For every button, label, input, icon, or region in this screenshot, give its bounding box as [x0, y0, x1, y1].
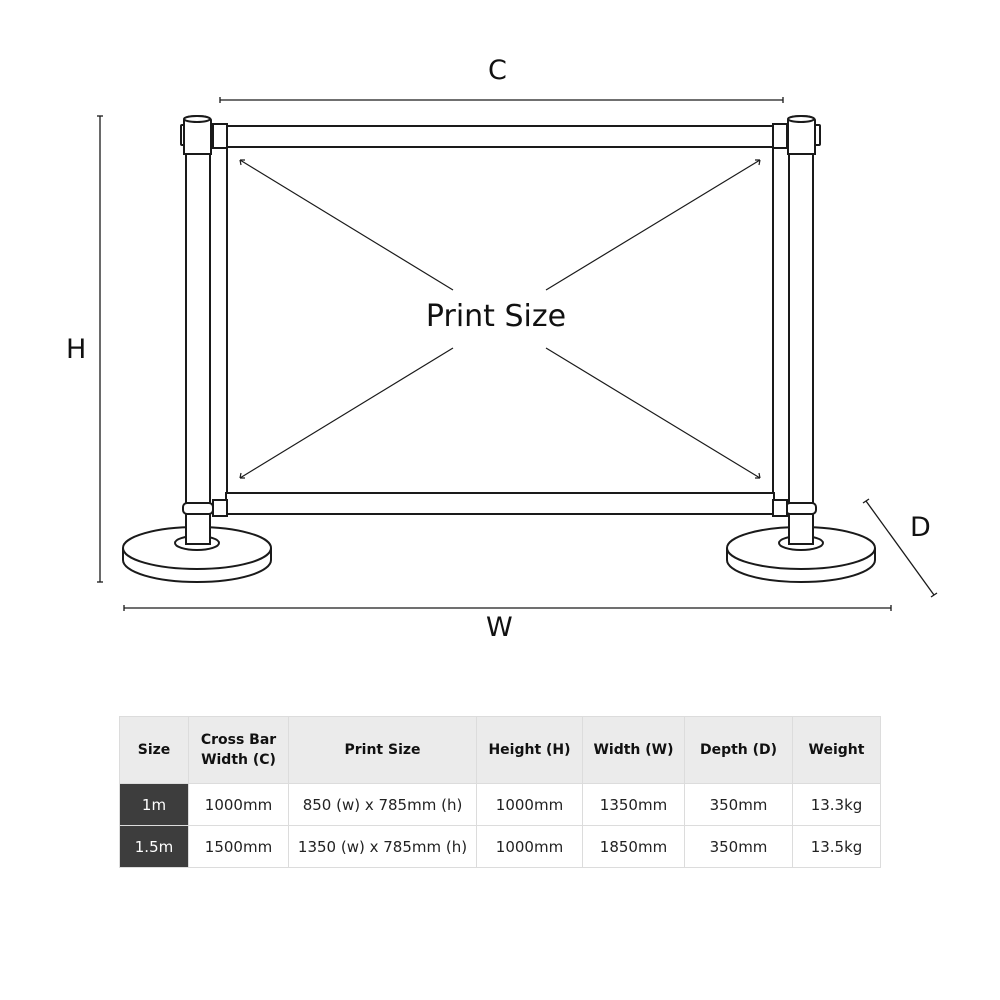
cell-size: 1m — [119, 783, 189, 826]
cell-width: 1350mm — [582, 783, 685, 826]
header-width: Width (W) — [582, 716, 685, 784]
header-print-size: Print Size — [288, 716, 477, 784]
header-cross-bar-width: Cross Bar Width (C) — [188, 716, 289, 784]
barrier-illustration — [97, 97, 938, 611]
specification-table: Size Cross Bar Width (C) Print Size Heig… — [119, 716, 881, 868]
cell-print-size: 1350 (w) x 785mm (h) — [288, 825, 477, 868]
table-row: 1m 1000mm 850 (w) x 785mm (h) 1000mm 135… — [119, 783, 881, 826]
label-w: W — [486, 612, 513, 643]
cell-height: 1000mm — [476, 783, 583, 826]
cell-size: 1.5m — [119, 825, 189, 868]
header-height: Height (H) — [476, 716, 583, 784]
label-h: H — [66, 334, 87, 365]
top-cross-bar — [212, 123, 788, 149]
table-header-row: Size Cross Bar Width (C) Print Size Heig… — [119, 716, 881, 784]
cell-depth: 350mm — [684, 825, 793, 868]
print-size-label: Print Size — [425, 299, 567, 334]
dimension-line-c — [219, 97, 784, 103]
cell-weight: 13.5kg — [792, 825, 881, 868]
print-area-diagonals — [239, 159, 761, 479]
header-weight: Weight — [792, 716, 881, 784]
cell-cross-bar-width: 1000mm — [188, 783, 289, 826]
barrier-diagram: C H W D Print Size — [66, 55, 938, 643]
label-d: D — [910, 512, 931, 543]
left-post — [180, 114, 214, 545]
cell-weight: 13.3kg — [792, 783, 881, 826]
cell-cross-bar-width: 1500mm — [188, 825, 289, 868]
dimension-line-d — [862, 498, 938, 598]
cell-height: 1000mm — [476, 825, 583, 868]
header-size: Size — [119, 716, 189, 784]
cell-print-size: 850 (w) x 785mm (h) — [288, 783, 477, 826]
bottom-cross-bar — [212, 492, 788, 517]
dimension-line-h — [97, 115, 103, 583]
label-c: C — [488, 55, 507, 86]
dimension-line-w — [123, 605, 892, 611]
right-base — [726, 526, 876, 583]
header-depth: Depth (D) — [684, 716, 793, 784]
banner-frame — [226, 145, 774, 495]
table-row: 1.5m 1500mm 1350 (w) x 785mm (h) 1000mm … — [119, 825, 881, 868]
left-base — [122, 526, 272, 583]
cell-depth: 350mm — [684, 783, 793, 826]
cell-width: 1850mm — [582, 825, 685, 868]
right-post — [785, 114, 821, 545]
